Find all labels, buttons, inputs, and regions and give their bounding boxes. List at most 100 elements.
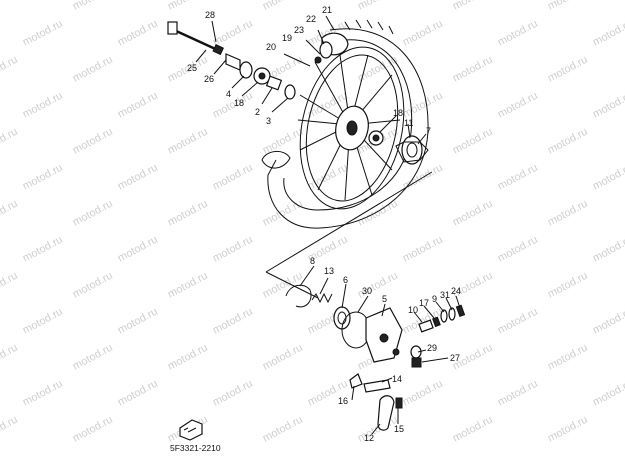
watermark-text: motod.ru (21, 306, 65, 337)
watermark-text: motod.ru (496, 162, 540, 193)
callout-6: 6 (343, 275, 348, 285)
watermark-text: motod.ru (451, 0, 495, 13)
watermark-text: motod.ru (21, 90, 65, 121)
tire-section (261, 151, 291, 169)
watermark-text: motod.ru (401, 90, 445, 121)
diagram-code: 5F3321-2210 (170, 443, 221, 453)
watermark-text: motod.ru (0, 414, 20, 445)
circlip (285, 284, 312, 308)
callout-14: 14 (392, 374, 402, 384)
callout-18-right: 18 (393, 108, 403, 118)
camshaft-stack (418, 304, 466, 333)
callout-29: 29 (427, 343, 437, 353)
watermark-text: motod.ru (451, 414, 495, 445)
callout-17: 17 (419, 298, 429, 308)
watermark-text: motod.ru (21, 162, 65, 193)
callout-5: 5 (382, 294, 387, 304)
brake-assembly (285, 284, 466, 431)
part-icon (179, 419, 203, 441)
spring (311, 292, 333, 304)
callout-15: 15 (394, 424, 404, 434)
callout-18-left: 18 (234, 98, 244, 108)
watermark-text: motod.ru (71, 414, 115, 445)
watermark-text: motod.ru (451, 54, 495, 85)
callout-21: 21 (322, 5, 332, 15)
watermark-text: motod.ru (401, 378, 445, 409)
speedometer-gear (401, 135, 423, 165)
gear-housing (395, 141, 429, 163)
watermark-text: motod.ru (71, 54, 115, 85)
watermark-text: motod.ru (401, 234, 445, 265)
watermark-text: motod.ru (496, 90, 540, 121)
tire-inner-edge (283, 39, 413, 211)
watermark-text: motod.ru (166, 342, 210, 373)
watermark-text: motod.ru (211, 378, 255, 409)
watermark-text: motod.ru (451, 198, 495, 229)
callout-8: 8 (310, 256, 315, 266)
bearing-left-inner (258, 72, 266, 80)
watermark-text: motod.ru (116, 234, 160, 265)
watermark-text: motod.ru (211, 90, 255, 121)
callout-26: 26 (204, 74, 214, 84)
callout-13: 13 (324, 266, 334, 276)
watermark-text: motod.ru (356, 0, 400, 13)
watermark-text: motod.ru (0, 270, 20, 301)
callout-31: 31 (440, 290, 450, 300)
watermark-text: motod.ru (71, 342, 115, 373)
watermark-text: motod.ru (261, 0, 305, 13)
watermark-text: motod.ru (116, 162, 160, 193)
watermark-text: motod.ru (591, 90, 625, 121)
callout-7: 7 (426, 126, 431, 136)
callout-3: 3 (266, 116, 271, 126)
axle-head (167, 21, 178, 35)
watermark-text: motod.ru (211, 162, 255, 193)
valve-nut (314, 56, 322, 64)
callout-22: 22 (306, 14, 316, 24)
watermark-text: motod.ru (0, 198, 20, 229)
callout-25: 25 (187, 63, 197, 73)
brake-panel-hole (379, 333, 389, 343)
watermark-text: motod.ru (496, 18, 540, 49)
callout-16: 16 (338, 396, 348, 406)
speedometer-gear-inner (406, 142, 418, 158)
watermark-text: motod.ru (166, 270, 210, 301)
bushing (265, 75, 283, 91)
valve-cap (319, 41, 333, 59)
watermark-text: motod.ru (451, 126, 495, 157)
watermark-text: motod.ru (261, 414, 305, 445)
section-divider (265, 171, 433, 299)
callout-24: 24 (451, 286, 461, 296)
watermark-text: motod.ru (71, 126, 115, 157)
watermark-text: motod.ru (591, 18, 625, 49)
watermark-text: motod.ru (211, 18, 255, 49)
watermark-text: motod.ru (71, 198, 115, 229)
callout-20: 20 (266, 42, 276, 52)
brake-arm (377, 395, 395, 431)
callout-30: 30 (362, 286, 372, 296)
watermark-text: motod.ru (401, 18, 445, 49)
brake-lever (363, 379, 391, 393)
watermark-text: motod.ru (0, 126, 20, 157)
watermark-text: motod.ru (496, 306, 540, 337)
watermark-text: motod.ru (546, 342, 590, 373)
watermark-text: motod.ru (261, 198, 305, 229)
watermark-text: motod.ru (166, 198, 210, 229)
arm-bolt (395, 397, 403, 409)
oil-seal (284, 84, 296, 100)
watermark-text: motod.ru (166, 0, 210, 13)
watermark-text: motod.ru (116, 18, 160, 49)
watermark-text: motod.ru (591, 378, 625, 409)
watermark-text: motod.ru (21, 378, 65, 409)
watermark-text: motod.ru (591, 234, 625, 265)
tire (267, 28, 429, 229)
spacer (239, 61, 253, 79)
nut (411, 357, 422, 368)
callout-4: 4 (226, 89, 231, 99)
watermark-text: motod.ru (71, 0, 115, 13)
bearing-right-inner (372, 134, 380, 142)
watermark-text: motod.ru (0, 342, 20, 373)
watermark-text: motod.ru (546, 54, 590, 85)
watermark-text: motod.ru (116, 306, 160, 337)
